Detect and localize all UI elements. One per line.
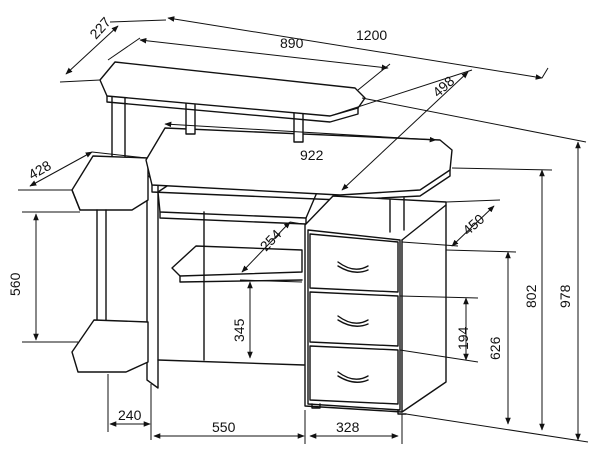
dim-450: 450 (459, 211, 487, 239)
dim-1200: 1200 (356, 27, 387, 43)
drawer-top (309, 233, 399, 293)
dim-550: 550 (212, 419, 236, 435)
dimension-lines (18, 16, 589, 444)
middle-shelf (171, 245, 303, 277)
dim-428: 428 (26, 157, 54, 183)
dim-802: 802 (523, 284, 539, 308)
drawer-handle-middle (337, 315, 369, 324)
dim-626: 626 (487, 336, 503, 360)
bottom-left-shelf (71, 319, 149, 373)
dim-240: 240 (118, 407, 142, 423)
drawer-middle (309, 291, 399, 347)
dim-328: 328 (336, 419, 360, 435)
dimension-labels: 227 1200 890 498 922 428 450 254 560 345… (7, 14, 573, 435)
dim-345: 345 (231, 318, 247, 342)
dim-560: 560 (7, 272, 23, 296)
dim-978: 978 (557, 284, 573, 308)
left-side-shelf (71, 155, 149, 211)
dim-922: 922 (300, 147, 324, 163)
dim-890: 890 (280, 35, 304, 51)
drawer-bottom (309, 345, 399, 405)
dim-194: 194 (455, 326, 471, 350)
dim-227: 227 (86, 14, 114, 42)
drawer-handle-top (337, 261, 369, 270)
left-post (185, 101, 196, 135)
drawer-handle-bottom (337, 371, 369, 380)
dim-498: 498 (429, 73, 457, 101)
right-post (293, 111, 304, 143)
top-shelf (99, 61, 366, 117)
